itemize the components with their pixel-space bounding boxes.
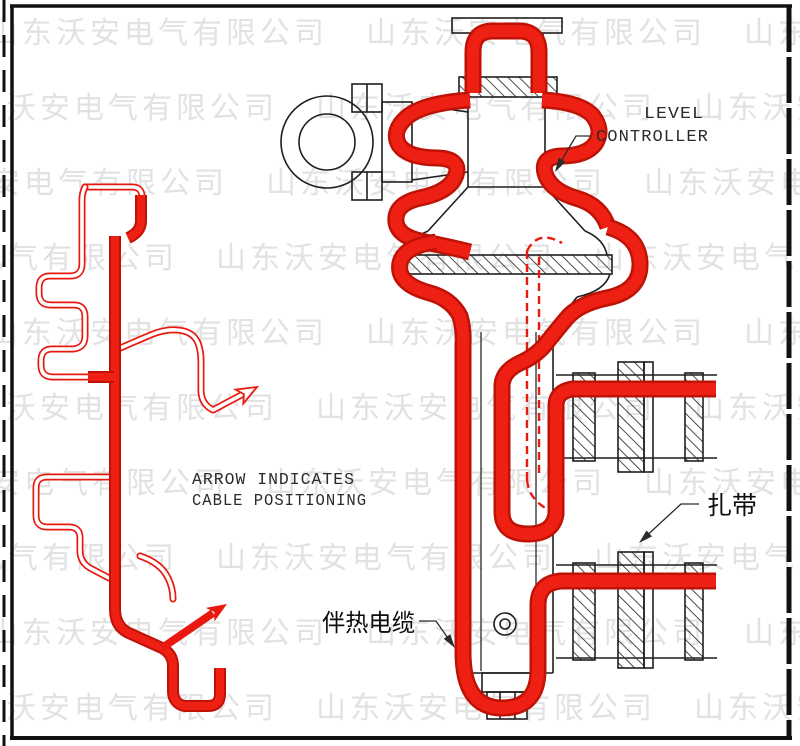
vessel-upper-body xyxy=(467,97,546,188)
watermark-text: 山东沃安电气有限公司 山东沃安电气有限公司 山东沃安电气有限公司 xyxy=(0,16,800,51)
leader-arrowhead xyxy=(555,157,566,172)
watermark-text: 山东沃安电气有限公司 山东沃安电气有限公司 山东沃安电气有限公司 xyxy=(0,691,800,726)
cable-tie-strap xyxy=(617,551,645,669)
watermark-text: 山东沃安电气有限公司 山东沃安电气有限公司 山东沃安电气有限公司 xyxy=(0,166,800,201)
cable-tie-label: 扎带 xyxy=(639,491,757,543)
cable-direction-arrow-bottom xyxy=(159,604,227,652)
drain-boss-circle xyxy=(493,612,517,636)
arrow-note-line1: ARROW INDICATES xyxy=(192,470,355,489)
companion-flange-circle xyxy=(280,95,374,189)
level-controller-label-line1: LEVEL xyxy=(644,104,704,123)
vessel-mid-flange xyxy=(402,254,613,275)
cable-tie-strap xyxy=(617,361,645,473)
leader-line xyxy=(419,620,453,645)
cable-direction-arrow-middle xyxy=(232,385,260,407)
upper-process-pipe xyxy=(556,361,717,473)
heat-cable-label-text: 伴热电缆 xyxy=(322,609,415,637)
arrow-note-label: ARROW INDICATES CABLE POSITIONING xyxy=(192,470,367,510)
leader-arrowhead xyxy=(443,634,455,648)
lower-process-pipe xyxy=(556,551,717,669)
watermark-text: 山东沃安电气有限公司 山东沃安电气有限公司 山东沃安电气有限公司 xyxy=(0,541,800,576)
left-cable-routing-diagram xyxy=(36,187,260,706)
leader-line xyxy=(556,135,591,169)
bottom-head-step xyxy=(481,672,533,693)
arrow-note-line2: CABLE POSITIONING xyxy=(192,491,367,510)
annotations: LEVEL CONTROLLER ARROW INDICATES CABLE P… xyxy=(192,104,757,648)
level-controller-label-line2: CONTROLLER xyxy=(596,127,709,146)
watermark-text: 山东沃安电气有限公司 山东沃安电气有限公司 山东沃安电气有限公司 xyxy=(0,466,800,501)
hidden-cable-dashed xyxy=(525,236,563,512)
heat-cable-label: 伴热电缆 xyxy=(322,609,455,648)
cable-tie-label-text: 扎带 xyxy=(707,491,757,520)
cable-routing-path xyxy=(36,187,245,706)
leader-arrowhead xyxy=(639,530,652,543)
leader-line xyxy=(641,503,699,541)
level-controller-label: LEVEL CONTROLLER xyxy=(555,104,709,172)
